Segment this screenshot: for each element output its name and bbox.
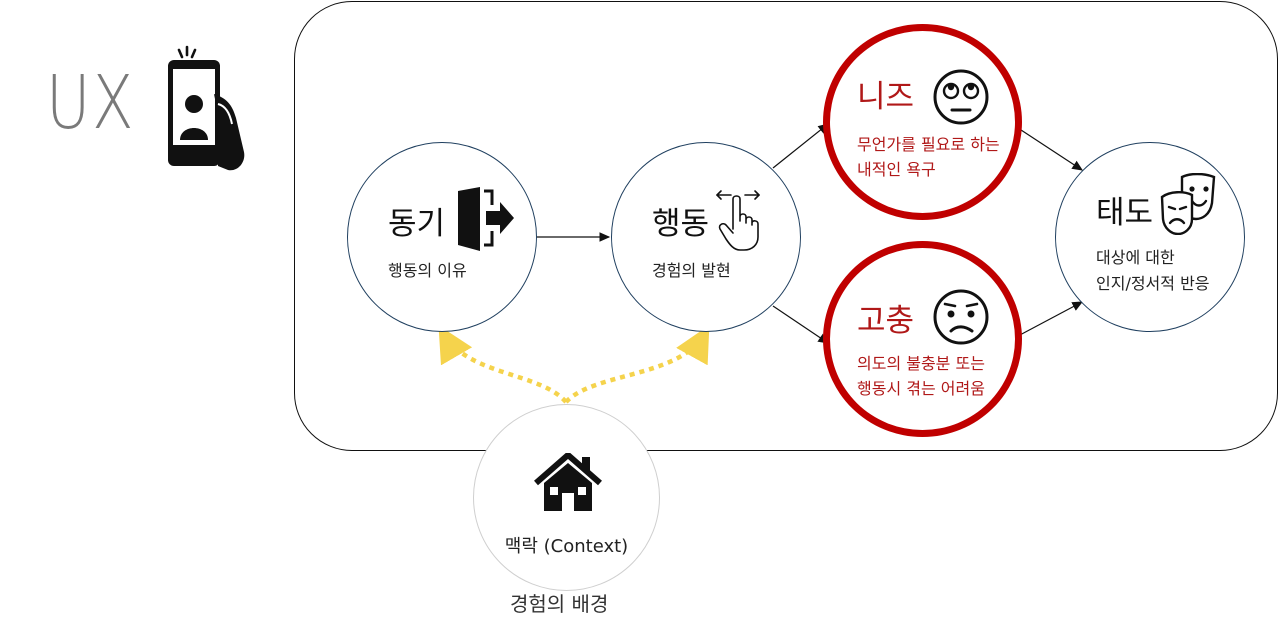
node-action: 행동 경험의 발현 xyxy=(611,142,801,332)
arrow-pain-attitude xyxy=(1017,301,1084,337)
context-arrow-right xyxy=(564,325,710,404)
node-title: 행동 xyxy=(652,206,710,242)
node-desc-line-2: 인지/정서적 반응 xyxy=(1096,274,1210,293)
node-attitude: 태도 대상에 대한 인지/정서적 반응 xyxy=(1055,142,1245,332)
node-title: 태도 xyxy=(1096,195,1154,231)
selfie-phone-icon xyxy=(168,45,245,171)
arrow-needs-attitude xyxy=(1017,127,1084,171)
node-desc-line-1: 무언가를 필요로 하는 xyxy=(857,135,1000,154)
arrow-action-pain xyxy=(772,305,829,344)
confused-face-icon xyxy=(933,289,989,345)
node-motivation: 동기 행동의 이유 xyxy=(347,142,537,332)
node-title: 동기 xyxy=(388,206,446,242)
eyes-rolling-face-icon xyxy=(933,69,989,125)
node-needs: 니즈 무언가를 필요로 하는 내적인 욕구 xyxy=(823,24,1022,220)
context-arrow-left xyxy=(438,325,568,404)
node-title: 니즈 xyxy=(857,79,915,115)
exit-door-icon xyxy=(458,187,514,251)
theater-masks-icon xyxy=(1160,173,1216,235)
node-desc: 행동의 이유 xyxy=(388,261,467,280)
ux-title: UX xyxy=(46,60,136,146)
node-desc: 경험의 발현 xyxy=(652,261,731,280)
node-pain: 고충 의도의 불충분 또는 행동시 겪는 어려움 xyxy=(823,241,1022,437)
node-desc-line-1: 대상에 대한 xyxy=(1096,248,1175,267)
node-desc-line-2: 내적인 욕구 xyxy=(857,160,936,179)
node-desc-line-1: 의도의 불충분 또는 xyxy=(857,354,985,373)
arrow-action-needs xyxy=(772,123,829,169)
house-icon xyxy=(534,453,602,511)
swipe-hand-icon xyxy=(716,190,760,251)
node-title: 고충 xyxy=(857,303,915,339)
node-title: 맥락 (Context) xyxy=(504,536,629,557)
context-caption: 경험의 배경 xyxy=(510,592,609,616)
node-context: 맥락 (Context) xyxy=(473,404,660,591)
node-desc-line-2: 행동시 겪는 어려움 xyxy=(857,379,985,398)
